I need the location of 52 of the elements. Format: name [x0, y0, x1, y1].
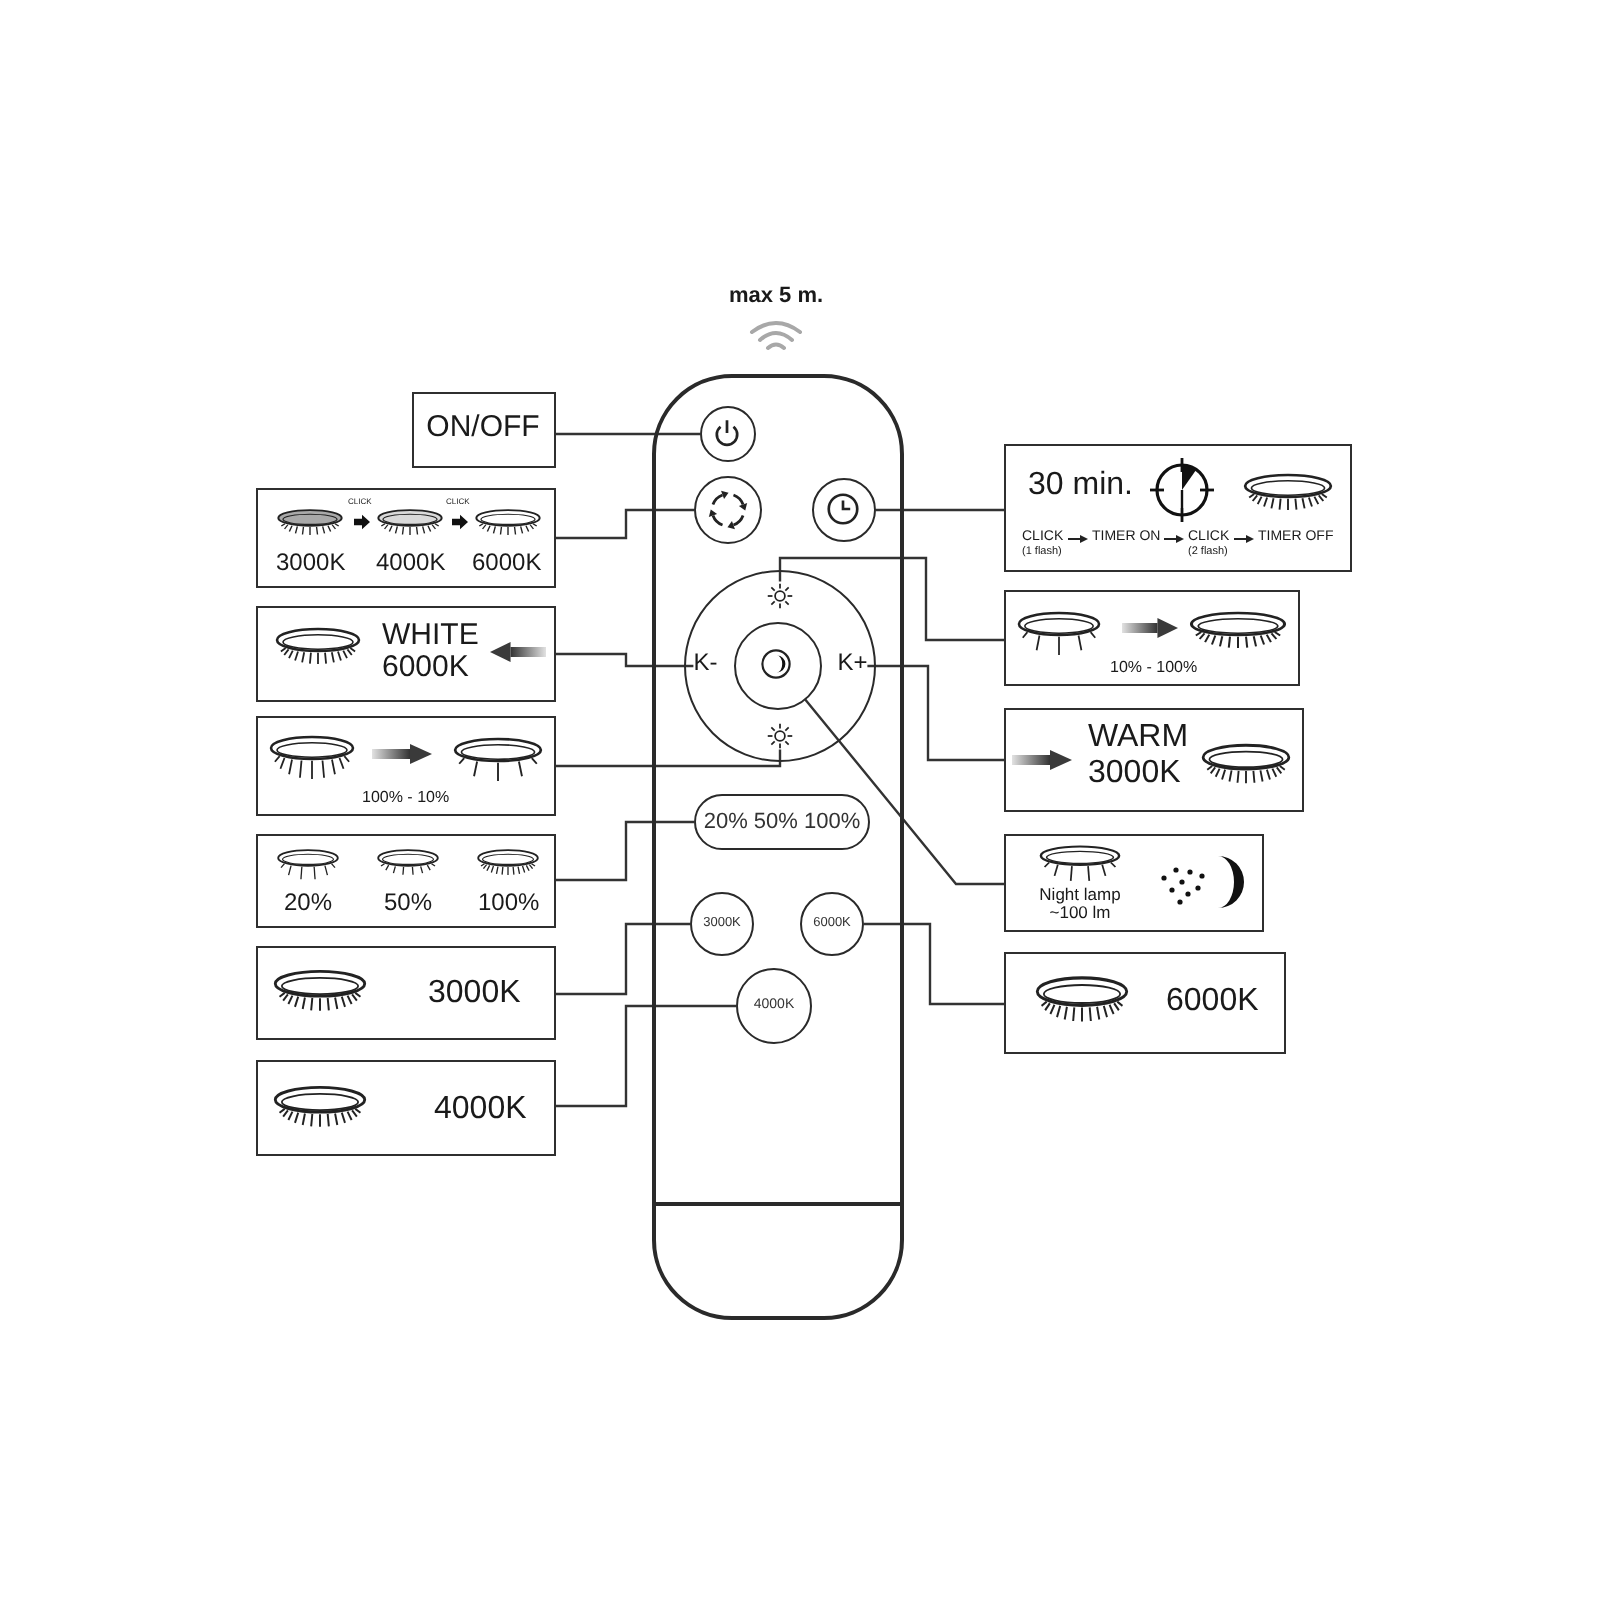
leader-line	[804, 698, 1004, 886]
key-label: K+	[837, 649, 868, 677]
remote-control	[652, 374, 904, 1320]
percentage-label: 20%	[284, 890, 333, 917]
sun-icon	[765, 581, 794, 610]
leader-line	[556, 652, 694, 668]
leader-line	[867, 664, 1004, 762]
callout-text: ON/OFF	[424, 412, 542, 446]
control-ring	[684, 570, 876, 762]
mode-button	[694, 476, 762, 544]
power-button	[700, 406, 756, 462]
callout-box	[412, 392, 556, 468]
night-lamp-label: Night lamp ~100 lm	[1037, 886, 1123, 922]
night-mode-button	[733, 621, 822, 710]
leader-line	[556, 922, 690, 996]
callout-box	[256, 834, 556, 928]
temperature-label: 3000K	[428, 976, 521, 1012]
temperature-label: 6000K	[1166, 984, 1259, 1020]
leader-line	[556, 432, 700, 436]
key-label: K-	[693, 649, 718, 677]
leader-line	[556, 749, 782, 768]
range-label: max 5 m.	[726, 284, 826, 309]
temperature-label: 6000K	[472, 550, 542, 577]
callout-box	[256, 488, 556, 588]
callout-box	[1004, 590, 1300, 686]
brightness-button: 20% 50% 100%	[694, 794, 870, 850]
mode-label: WARM 3000K	[1088, 720, 1191, 794]
callout-box	[256, 606, 556, 702]
percentage-label: 100%	[478, 890, 540, 917]
duration-label: 30 min.	[1028, 468, 1133, 504]
mode-label: WHITE 6000K	[382, 620, 481, 683]
callout-box	[256, 716, 556, 816]
leader-line	[556, 820, 694, 882]
leader-line	[556, 1004, 736, 1108]
leader-line	[556, 508, 694, 540]
temperature-label: 3000K	[276, 550, 346, 577]
callout-box	[1004, 708, 1304, 812]
sun-icon	[765, 721, 794, 750]
callout-box	[1004, 444, 1352, 572]
callout-box	[1004, 952, 1286, 1054]
callout-box	[256, 1060, 556, 1156]
percentage-label: 10% - 100%	[1110, 660, 1198, 678]
percentage-label: 50%	[384, 890, 433, 917]
timer-button	[812, 478, 876, 542]
temperature-label: 4000K	[434, 1092, 527, 1128]
percentage-label: 100% - 10%	[362, 790, 450, 808]
leader-line	[876, 508, 1004, 512]
temperature-label: 4000K	[376, 550, 446, 577]
leader-line	[864, 922, 1004, 1006]
leader-line	[778, 556, 1004, 642]
callout-box	[1004, 834, 1264, 932]
callout-box	[256, 946, 556, 1040]
